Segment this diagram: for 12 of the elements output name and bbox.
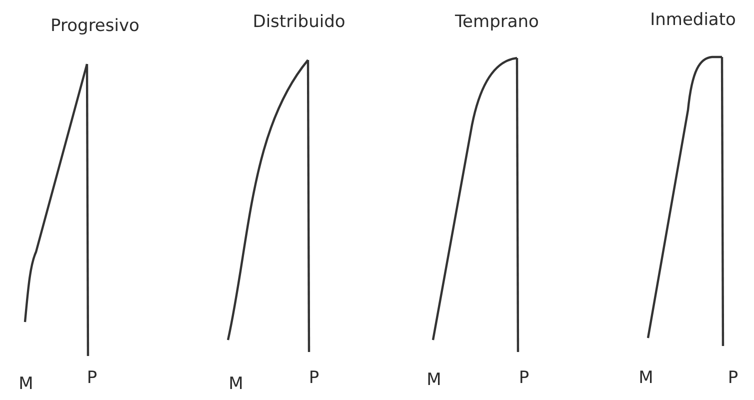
panel-title: Inmediato [650, 10, 736, 30]
panel-title: Distribuido [252, 12, 346, 32]
axis-letter: M [426, 370, 442, 390]
axis-letter: M [638, 368, 654, 388]
axis-letter: P [308, 368, 320, 388]
panel-title: Temprano [455, 12, 539, 32]
axis-letter: M [228, 374, 244, 394]
axis-letter: P [86, 368, 98, 388]
panel-title: Progresivo [50, 16, 140, 36]
axis-letter: P [518, 368, 530, 388]
axis-letter: M [18, 374, 34, 394]
axis-letter: P [728, 368, 738, 388]
